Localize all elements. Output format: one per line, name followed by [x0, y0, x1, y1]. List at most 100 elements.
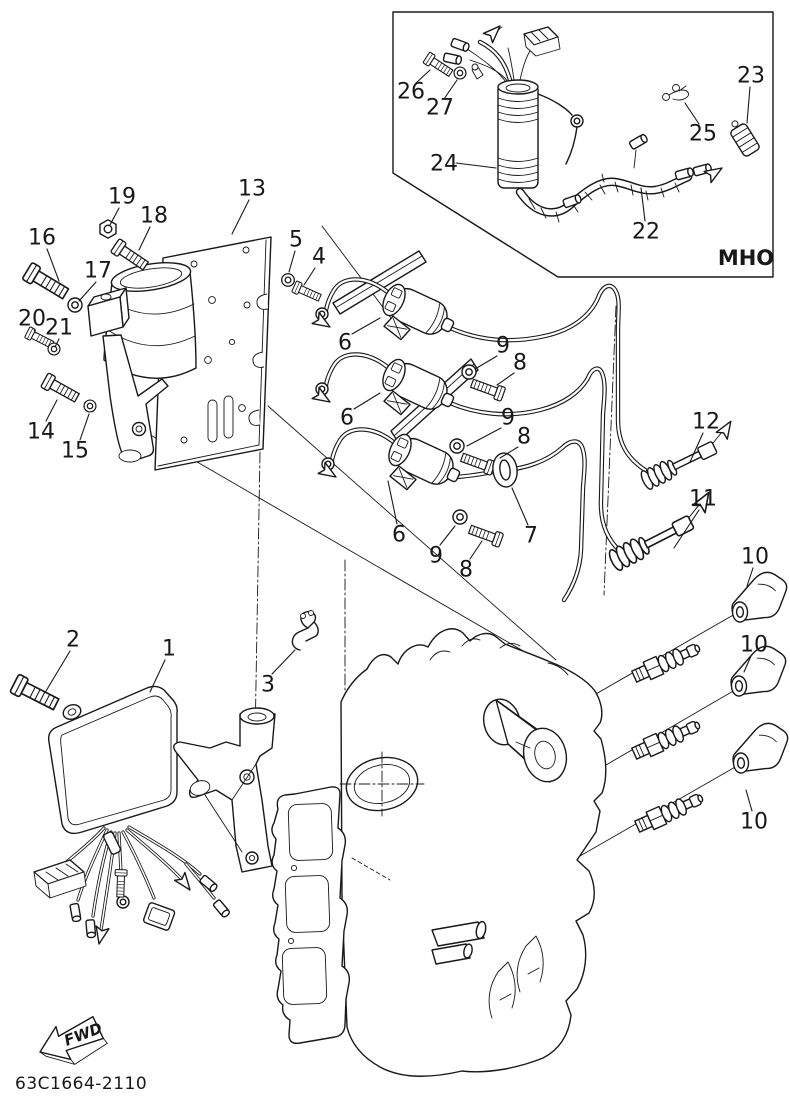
callout-25: 25 [689, 122, 717, 147]
part-24-coil-cylinder [442, 20, 561, 189]
spark-plug-3 [632, 788, 707, 836]
callout-leader-9 [439, 525, 456, 546]
callout-26: 26 [397, 80, 425, 105]
part-6-ignition-coil-3 [317, 427, 466, 508]
callout-leader-10 [745, 789, 753, 812]
callout-leader-11 [673, 509, 700, 549]
callout-4: 4 [312, 245, 326, 270]
callout-leader-3 [271, 649, 296, 675]
cdi-sub-connector [142, 902, 176, 931]
callout-leader-10 [743, 655, 752, 673]
callout-2: 2 [66, 628, 80, 653]
callout-leader-25 [684, 102, 700, 125]
callout-leader-14 [45, 399, 58, 422]
cdi-main-connector [33, 859, 87, 899]
callout-leader-10 [746, 567, 754, 587]
part-15-washer [83, 399, 97, 413]
part-10-plug-cap-1 [718, 565, 790, 633]
callout-1: 1 [162, 637, 176, 662]
callout-20: 20 [18, 307, 46, 332]
callout-leader-5 [288, 250, 296, 273]
callout-21: 21 [45, 316, 73, 341]
callout-leader-8 [499, 446, 519, 459]
callout-leader-4 [303, 267, 316, 286]
part-27-washer [453, 66, 467, 80]
part-19-nut [99, 219, 117, 239]
callout-12: 12 [692, 410, 720, 435]
callout-6: 6 [392, 523, 406, 548]
cdi-wire-harness [33, 825, 232, 947]
callout-leader-22 [640, 187, 646, 222]
callout-6: 6 [338, 331, 352, 356]
callout-9: 9 [429, 544, 443, 569]
callout-5: 5 [289, 228, 303, 253]
coil-saddle-bracket [87, 262, 197, 463]
callout-leader-6 [387, 480, 398, 525]
callout-leader-6 [351, 317, 381, 335]
callout-leader-21 [54, 338, 60, 348]
inset-border [392, 11, 774, 278]
callout-leader-20 [33, 329, 37, 334]
inset-connector [523, 26, 561, 57]
part-10-plug-cap-3 [719, 716, 790, 784]
part-8-bolt-3 [466, 521, 505, 549]
callout-8: 8 [513, 351, 527, 376]
callout-10: 10 [740, 633, 768, 658]
engine-boss-cylinder [482, 698, 568, 783]
callout-15: 15 [61, 439, 89, 464]
callout-leader-8 [469, 540, 483, 560]
part-4-bolt [291, 280, 323, 304]
part-6-ignition-coil-2 [311, 352, 460, 433]
callout-leader-24 [455, 162, 497, 169]
callout-leader-2 [45, 650, 71, 692]
part-14-bolt [39, 372, 82, 406]
callout-leader-18 [138, 226, 151, 251]
callout-23: 23 [737, 64, 765, 89]
part-12-extension [634, 415, 745, 491]
callout-22: 22 [632, 220, 660, 245]
callout-leader-9 [474, 355, 498, 370]
callout-13: 13 [238, 177, 266, 202]
callout-24: 24 [430, 152, 458, 177]
callout-leader-8 [496, 372, 515, 386]
part-22-wire-harness [515, 132, 727, 223]
drawing-code: 63C1664-2110 [15, 1074, 147, 1094]
callout-27: 27 [426, 96, 454, 121]
part-21-washer [47, 342, 61, 356]
spark-plug-1 [629, 638, 704, 686]
callout-leader-12 [689, 432, 704, 463]
callout-10: 10 [741, 545, 769, 570]
callout-7: 7 [524, 524, 538, 549]
part-25-clamp [662, 84, 690, 101]
part-9-washer-3 [452, 509, 468, 525]
callout-10: 10 [740, 810, 768, 835]
part-6-ignition-coil-1 [311, 277, 460, 358]
inset-ground-wire [537, 93, 584, 165]
part-18-bolt [109, 237, 151, 274]
callout-leader-7 [511, 487, 529, 526]
callout-8: 8 [459, 558, 473, 583]
callout-leader-26 [415, 69, 431, 84]
callout-leader-23 [746, 86, 751, 124]
part-1-cdi-unit [8, 673, 178, 835]
callout-6: 6 [340, 406, 354, 431]
part-3-clamp [291, 610, 319, 651]
callout-17: 17 [84, 259, 112, 284]
cylinder-head-cover [271, 786, 351, 1045]
engine-block [304, 628, 607, 1077]
callout-11: 11 [689, 487, 717, 512]
callout-19: 19 [108, 185, 136, 210]
callout-3: 3 [261, 673, 275, 698]
fwd-arrow: FWD [39, 1016, 108, 1065]
callout-16: 16 [28, 226, 56, 251]
callout-leader-16 [46, 248, 60, 282]
callout-leader-15 [79, 413, 90, 441]
part-5-washer [281, 273, 295, 287]
part-7-grommet [490, 450, 520, 490]
callout-leader-17 [78, 281, 97, 302]
part-16-bolt [21, 261, 72, 303]
callout-leader-13 [231, 199, 250, 235]
